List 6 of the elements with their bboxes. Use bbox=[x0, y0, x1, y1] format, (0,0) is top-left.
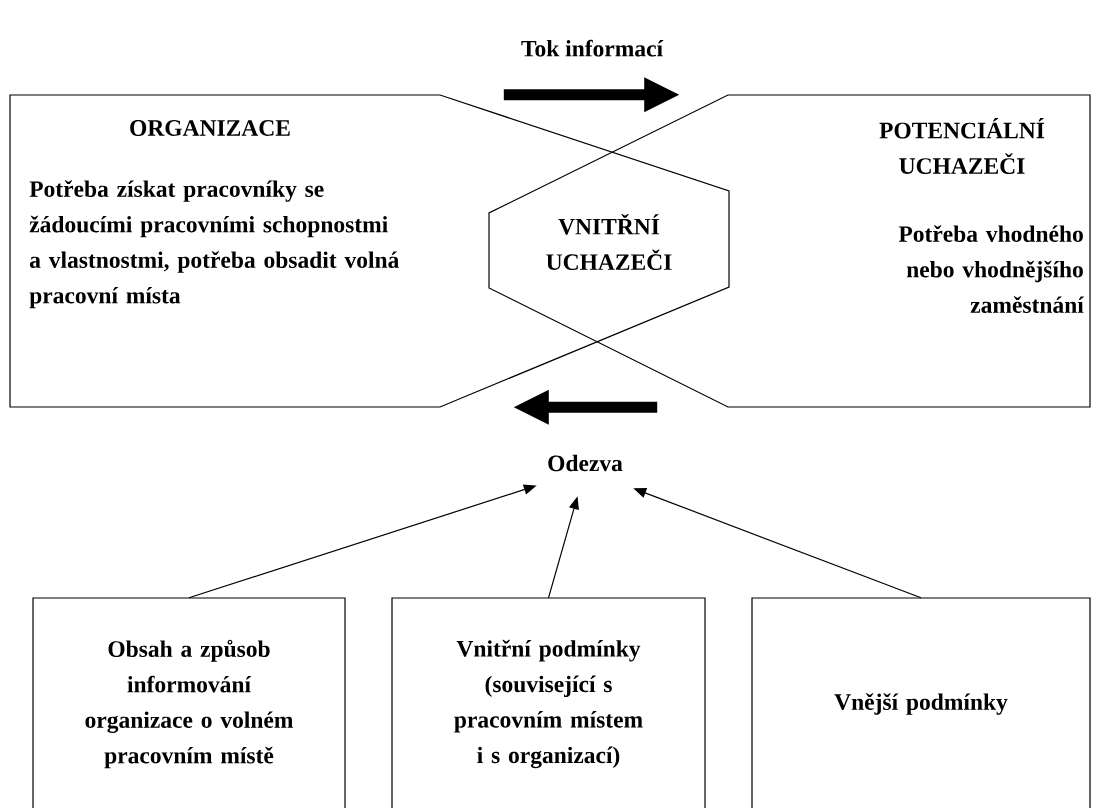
edge-label: Tok informací bbox=[521, 39, 664, 57]
condition-box: Obsah a způsob informování organizace o volném pracovním místě bbox=[32, 597, 346, 809]
response-text: Odezva bbox=[548, 454, 623, 472]
hexagon-region: VNITŘNÍ UCHAZEČI bbox=[546, 213, 672, 271]
condition-box: Vnitřní podmínky (související s pracovním místem i s organizací) bbox=[391, 597, 706, 809]
condition-box: Vnější podmínky bbox=[751, 597, 1091, 809]
